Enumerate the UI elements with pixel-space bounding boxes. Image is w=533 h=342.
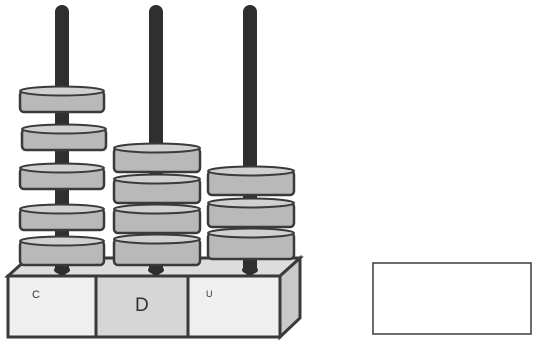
bead — [112, 233, 202, 267]
label-c: C — [32, 289, 40, 301]
base-cell-u — [186, 274, 282, 339]
bead — [112, 173, 202, 205]
rod-knob — [148, 266, 164, 274]
bead — [206, 197, 296, 229]
bead — [206, 227, 296, 261]
base-cell-c — [6, 274, 98, 339]
bead — [18, 85, 106, 114]
beads-rod-c — [18, 85, 108, 267]
abacus-base — [4, 254, 304, 341]
beads-rod-d — [112, 142, 202, 267]
bead — [18, 235, 106, 267]
bead — [206, 165, 296, 197]
label-u: U — [206, 289, 213, 299]
label-d: D — [135, 295, 149, 316]
answer-box[interactable] — [372, 262, 532, 335]
bead — [18, 162, 106, 191]
bead — [112, 203, 202, 235]
bead — [112, 142, 202, 174]
rod-knob — [54, 266, 70, 274]
base-cell-d — [94, 274, 190, 339]
rod-knobs — [54, 266, 258, 274]
bead — [18, 203, 106, 232]
rod-knob — [242, 266, 258, 274]
bead — [20, 123, 108, 152]
beads-rod-u — [206, 165, 296, 261]
